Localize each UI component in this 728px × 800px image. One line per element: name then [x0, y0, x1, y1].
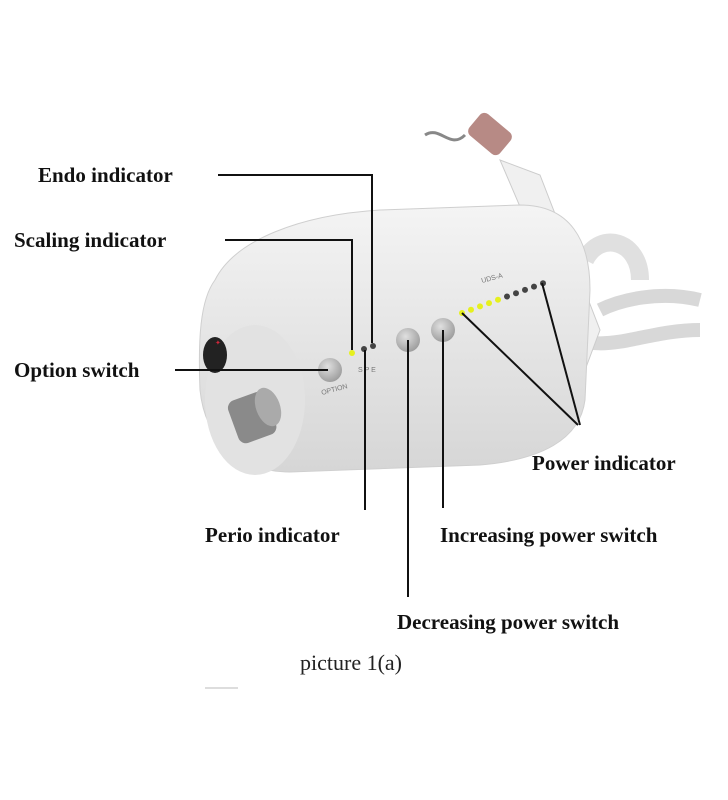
power-led [486, 300, 492, 307]
power-led [504, 293, 510, 300]
power-led [513, 290, 519, 297]
increasing-power-switch-label: Increasing power switch [440, 523, 658, 547]
power-led [495, 296, 501, 303]
scaling-led [349, 350, 355, 356]
mode-text: S P E [358, 367, 376, 374]
brand-logo: ✦ [215, 339, 221, 347]
endo-indicator-label: Endo indicator [38, 163, 173, 187]
power-led [477, 303, 483, 310]
power-led [468, 306, 474, 313]
scaling-indicator-label: Scaling indicator [14, 228, 167, 252]
power-led [522, 286, 528, 293]
outlet-port [203, 337, 227, 373]
power-indicator-label: Power indicator [532, 451, 676, 475]
power-leds [459, 280, 546, 316]
endo-led [370, 343, 376, 349]
power-led [531, 283, 537, 290]
leader-lines [175, 174, 581, 597]
power-knob[interactable] [226, 384, 286, 445]
figure-caption: picture 1(a) [300, 650, 402, 675]
option-switch-label: Option switch [14, 358, 140, 382]
perio-indicator-label: Perio indicator [205, 523, 340, 547]
option-switch[interactable] [318, 358, 342, 382]
decreasing-power-switch-label: Decreasing power switch [397, 610, 620, 634]
